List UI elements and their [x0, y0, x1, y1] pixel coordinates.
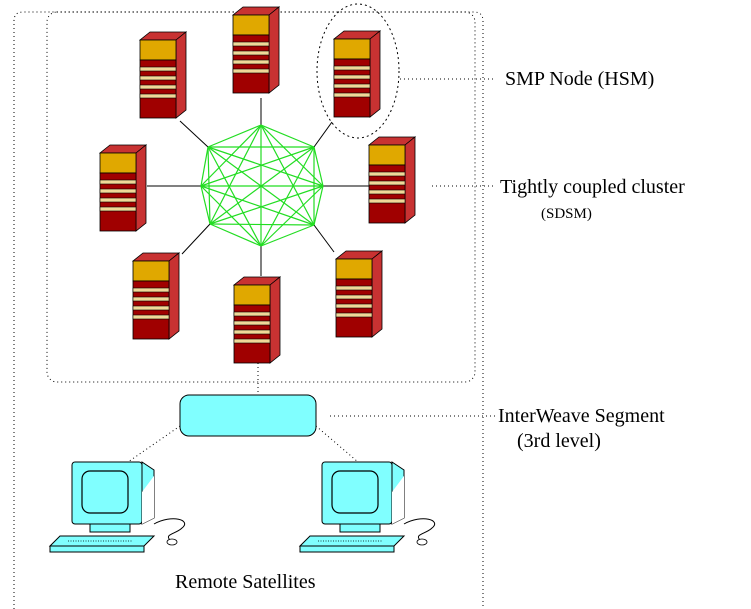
smp-node-label: SMP Node (HSM)	[505, 68, 654, 90]
workstation-right	[299, 461, 436, 553]
mesh-link	[207, 124, 262, 148]
mesh-link	[200, 124, 262, 187]
cluster-label: Tightly coupled cluster	[500, 176, 685, 198]
cluster-mesh-network	[200, 124, 324, 247]
segment-link-right	[315, 425, 359, 463]
interweave-level-label: (3rd level)	[517, 430, 601, 452]
mesh-link	[200, 185, 211, 225]
server-connectors	[147, 98, 369, 276]
server-node-bottom-right	[335, 250, 383, 338]
server-node-bottom-left	[132, 252, 180, 340]
mesh-link	[207, 146, 262, 247]
mesh-link	[200, 146, 209, 187]
server-node-top-center	[232, 6, 280, 94]
mesh-link	[260, 146, 315, 247]
smp-node-ellipse	[316, 3, 400, 139]
mesh-link	[209, 223, 262, 247]
remote-satellites-label: Remote Satellites	[175, 571, 316, 593]
mesh-link	[209, 185, 324, 225]
mesh-link	[313, 146, 324, 187]
server-node-top-right	[333, 30, 381, 118]
mesh-link	[260, 124, 315, 226]
mesh-link	[209, 223, 315, 226]
mesh-link	[200, 185, 315, 226]
mesh-link	[313, 185, 324, 226]
mesh-link	[260, 124, 315, 148]
cluster-sublabel: (SDSM)	[541, 206, 592, 222]
interweave-segment-label: InterWeave Segment	[498, 405, 665, 427]
mesh-link	[260, 224, 315, 247]
mesh-link	[260, 185, 324, 247]
server-node-mid-left	[99, 144, 147, 232]
server-node-mid-right	[368, 136, 416, 224]
server-node-top-left	[139, 31, 187, 119]
workstation-left	[49, 461, 186, 553]
label-leader-lines	[330, 78, 496, 417]
segment-link-left	[127, 425, 181, 463]
server-node-bottom-center	[233, 276, 281, 364]
interweave-segment-box	[179, 394, 317, 437]
mesh-link	[260, 124, 324, 187]
mesh-link	[207, 146, 324, 187]
mesh-link	[200, 146, 315, 187]
mesh-link	[200, 185, 262, 247]
